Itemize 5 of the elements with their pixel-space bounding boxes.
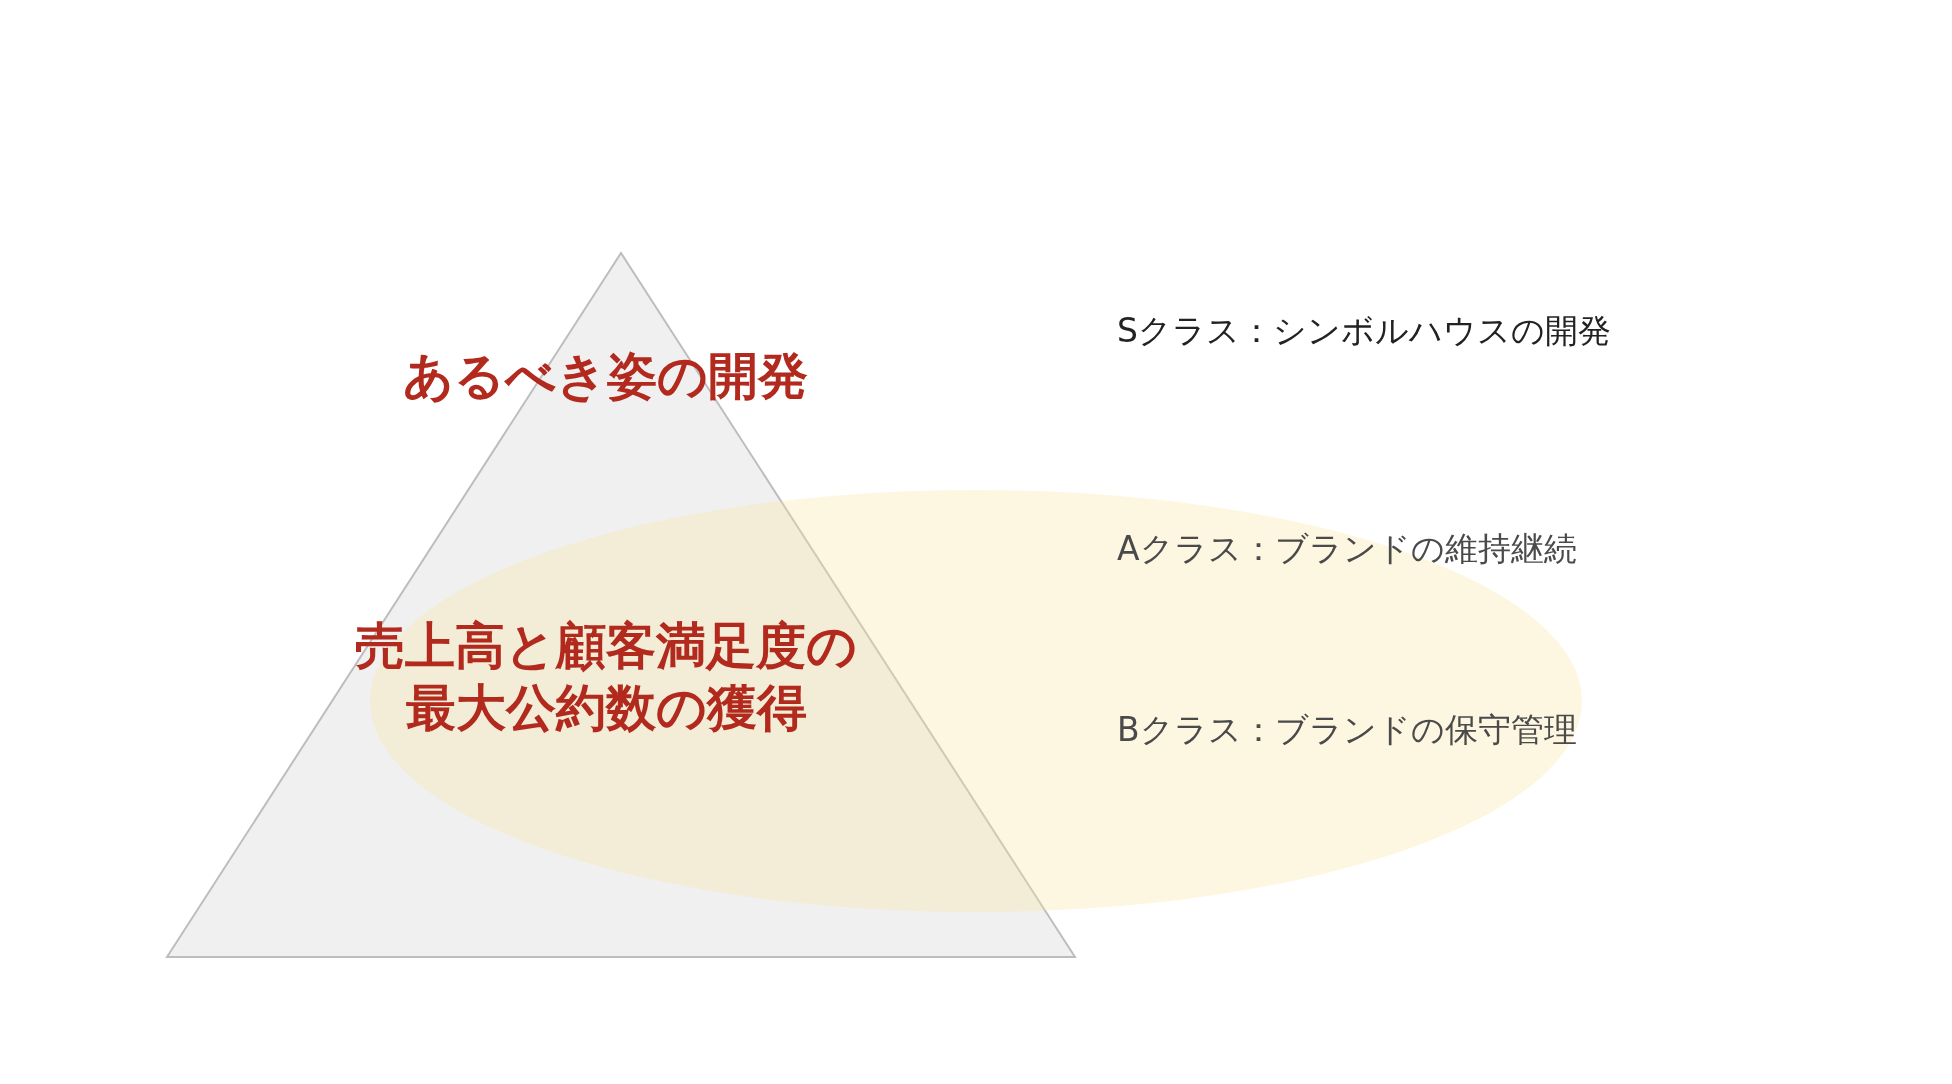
class-label: Sクラス：シンボルハウスの開発	[1117, 311, 1611, 351]
heading-text: 売上高と顧客満足度の最大公約数の獲得	[354, 616, 858, 739]
class-label: Bクラス：ブランドの保守管理	[1117, 710, 1577, 750]
class-label: Aクラス：ブランドの維持継続	[1117, 529, 1577, 569]
heading-text: あるべき姿の開発	[401, 346, 809, 407]
